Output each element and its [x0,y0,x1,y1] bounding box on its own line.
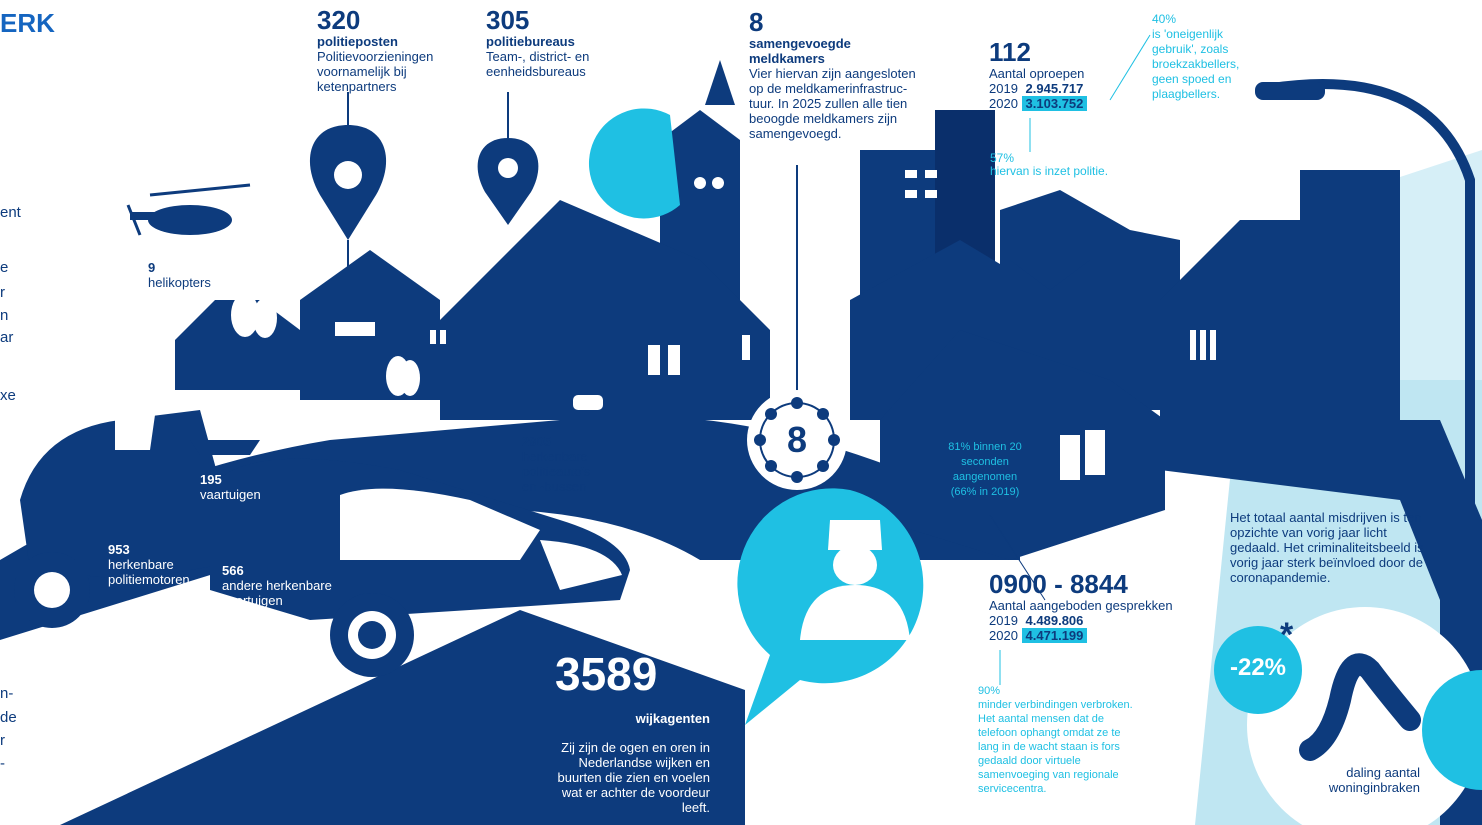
change-badge [1214,626,1302,714]
left-text-10: - [0,755,5,772]
stat-pct: 40% [1152,12,1177,26]
stat-label: andere herkenbare voertuigen [222,578,332,608]
tower-spire [705,60,735,105]
stat-helikopters: 9 helikopters [148,260,238,290]
stat-title: samengevoegde meldkamers [749,36,851,66]
meldkamer-nodes [754,397,840,483]
woninginbraken-circle [1247,607,1482,825]
year-2019: 2019 [989,81,1018,96]
stat-meldkamers: 8 samengevoegde meldkamers Vier hiervan … [749,8,924,141]
stat-label: vaartuigen [200,487,261,502]
windows [335,170,1216,480]
stat-pct: 90% [978,685,1001,697]
connector-81pct [989,514,1046,601]
stat-label: helikopters [148,275,211,290]
connector-40pct [1109,34,1151,101]
left-text-8: de [0,709,17,726]
stat-desc: Team-, district- en eenheidsbureaus [486,49,590,79]
right-buildings [1160,170,1482,825]
small-car-icon [573,395,603,410]
stat-value: 566 [222,563,244,578]
change-value: -22% [1229,654,1287,681]
stat-politieautos: 2905 herkenbare politieauto's en -bussen [522,434,622,494]
stat-title: politieposten [317,34,398,49]
stat-label: Aantal oproepen [989,66,1085,81]
stat-112: 112 Aantal oproepen 2019 2.945.717 2020 … [989,38,1129,111]
stat-politiemotoren: 953 herkenbare politiemotoren [108,542,208,587]
stat-desc: Politievoorzieningen voornamelijk bij ke… [317,49,434,94]
stat-label: herkenbare politiemotoren [108,557,190,587]
page-title: ERK [0,8,55,38]
stat-desc: minder verbindingen verbroken. Het aanta… [978,699,1133,795]
helicopter-icon [126,183,251,236]
change-caption: daling aantal woninginbraken [1328,765,1420,795]
stat-police-share: 57% hiervan is inzet politie. [990,152,1130,178]
house-main [440,200,770,420]
year-2020: 2020 [989,628,1018,643]
stat-politiebureaus: 305 politiebureaus Team-, district- en e… [486,6,616,79]
stat-wijkagenten-value: 3589 [555,648,658,700]
wijkagent-icon [800,520,910,640]
stat-desc: Vier hiervan zijn aangesloten op de meld… [749,66,916,141]
stat-answered: 81% binnen 20 seconden aangenomen (66% i… [948,441,1022,498]
police-logo-icons [334,158,518,189]
stat-misuse: 40% is 'oneigenlijk gebruik', zoals broe… [1152,12,1267,102]
police-car-icon [210,458,630,677]
left-text-9: r [0,732,5,749]
sun [588,108,680,219]
value-2020: 4.471.199 [1021,628,1088,643]
stat-value: 195 [200,472,222,487]
year-2020: 2020 [989,96,1018,111]
pin-politiebureaus [477,138,539,225]
stat-wijkagenten-desc: Zij zijn de ogen en oren in Nederlandse … [557,740,710,815]
left-text-1: ent [0,204,21,221]
stat-value: 953 [108,542,130,557]
left-text-4: n [0,307,9,324]
stat-label: Aantal aangeboden gesprekken [989,598,1173,613]
stat-desc: hiervan is inzet politie. [990,164,1109,178]
stat-value: 0900 - 8844 [989,569,1128,599]
streetlight-head [1255,82,1325,100]
stat-andere-voertuigen: 566 andere herkenbare voertuigen [222,563,352,608]
stat-0900: 0900 - 8844 Aantal aangeboden gesprekken… [989,570,1189,643]
left-text-2: e [0,259,9,276]
meldkamer-badge-value: 8 [786,419,808,460]
asterisk-icon: * [1280,616,1294,654]
crime-summary: Het totaal aantal misdrijven is ten opzi… [1230,510,1424,585]
bottom-panel [60,610,745,825]
stat-politieposten: 320 politieposten Politievoorzieningen v… [317,6,467,94]
stat-value: 320 [317,5,361,35]
stat-vaartuigen: 195 vaartuigen [200,472,290,502]
right-edge-circle [1422,670,1482,790]
left-text-6: xe [0,387,16,404]
stat-value: 305 [486,5,530,35]
stat-value: 9 [148,260,156,275]
value-2019: 2.945.717 [1025,81,1084,96]
stat-title: politiebureaus [486,34,575,49]
year-2019: 2019 [989,613,1018,628]
value-2020: 3.103.752 [1021,96,1088,111]
trees [231,293,420,396]
stat-value: 2905 [522,434,551,449]
boat-icon [190,440,260,455]
stat-pct: 57% [990,151,1015,165]
left-text-3: r [0,284,5,301]
trend-arrow-icon [1299,653,1421,761]
house-front [880,330,1165,560]
stat-label: herkenbare politieauto's en -bussen [522,449,591,494]
value-2019: 4.489.806 [1025,613,1084,628]
stat-wijkagenten-title: wijkagenten [635,711,710,726]
stat-dropped: 90% minder verbindingen verbroken. Het a… [978,684,1133,796]
left-text-7: n- [0,685,14,702]
motorcycle-icon [14,406,250,628]
left-text-5: ar [0,329,14,346]
stat-desc: is 'oneigenlijk gebruik', zoals broekzak… [1152,27,1240,101]
stat-value: 112 [989,37,1031,67]
police-building-flag [1010,210,1090,290]
stat-value: 8 [749,7,764,37]
